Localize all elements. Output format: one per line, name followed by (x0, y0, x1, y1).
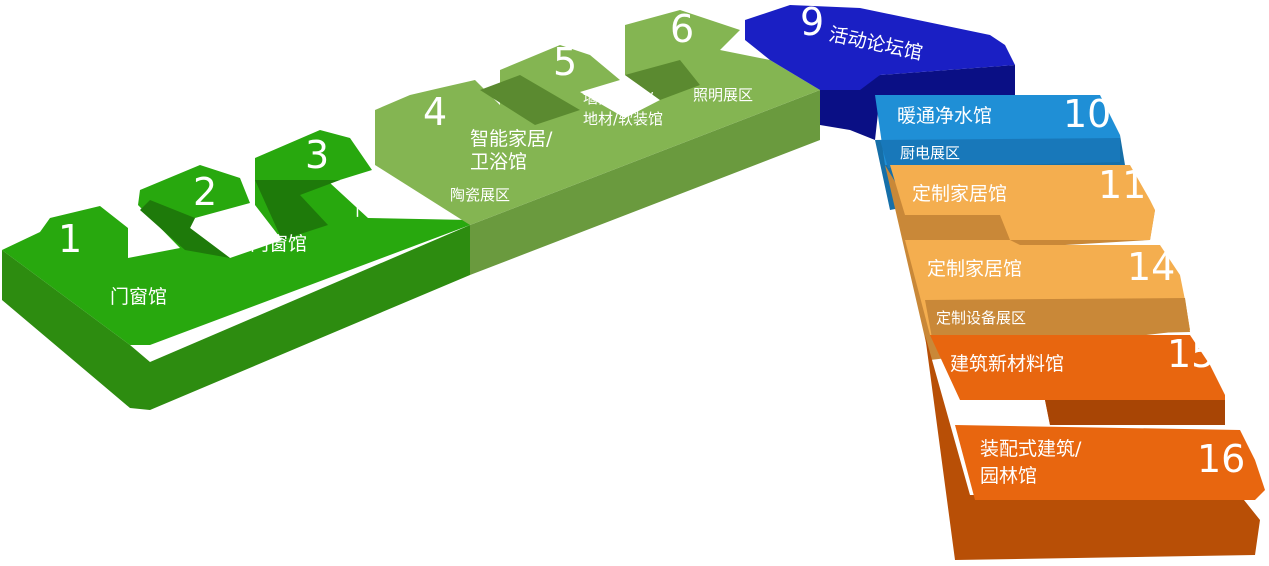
hall-group-11-14 (885, 165, 1190, 360)
hall-14-band (925, 298, 1190, 338)
hall-15-name: 建筑新材料馆 (950, 353, 1064, 375)
hall-15-16-side (925, 335, 1260, 560)
hall-3-number: 3 (305, 133, 329, 177)
hall-3[interactable]: 3 门窗馆 (305, 133, 412, 220)
hall-10-number: 10 (1063, 92, 1111, 136)
hall-11[interactable]: 11 定制家居馆 (912, 163, 1146, 207)
hall-1-3-side (2, 225, 470, 410)
hall-4-name: 智能家居/ (470, 128, 553, 150)
hall-11-top (890, 165, 1155, 240)
hall-2-number: 2 (193, 170, 217, 214)
hall-1[interactable]: 1 门窗馆 (58, 217, 167, 308)
hall-1-name: 门窗馆 (110, 286, 167, 308)
hall-9-top (745, 5, 1015, 90)
hall-5-number: 5 (553, 40, 577, 84)
hall-14-name: 定制家居馆 (927, 258, 1022, 280)
hall-16-top (955, 425, 1265, 500)
hall-9-number: 9 (800, 0, 824, 44)
hall-group-4-6 (375, 10, 820, 275)
hall-6-number: 6 (670, 7, 694, 51)
hall-4-subarea: 陶瓷展区 (450, 186, 510, 204)
hall-10-subarea: 厨电展区 (900, 144, 960, 162)
hall-6[interactable]: 6 照明展区 (670, 7, 753, 104)
hall-1-3-top (2, 130, 470, 345)
hall-9-side (820, 65, 1015, 140)
hall-2-3-gap (255, 180, 340, 240)
hall-group-15-16 (925, 335, 1265, 560)
hall-11-number: 11 (1098, 163, 1146, 207)
hall-10-band (880, 138, 1120, 168)
hall-15-16-gap (1045, 400, 1225, 425)
hall-15-number: 15 (1167, 332, 1215, 376)
hall-4-number: 4 (423, 90, 447, 134)
hall-10-name: 暖通净水馆 (897, 105, 992, 127)
hall-2-name: 门窗馆 (250, 233, 307, 255)
hall-15[interactable]: 15 建筑新材料馆 (950, 332, 1215, 376)
hall-5-name: 地材/软装馆 (583, 110, 663, 128)
hall-16-name: 园林馆 (980, 465, 1037, 487)
hall-4-6-side (470, 90, 820, 275)
hall-group-9 (745, 5, 1015, 140)
hall-16-number: 16 (1197, 437, 1245, 481)
hall-5-name: 墙面/吊顶/ (583, 89, 654, 107)
hall-14-number: 14 (1127, 245, 1175, 289)
hall-14-subarea: 定制设备展区 (936, 309, 1026, 327)
hall-3-name: 门窗馆 (355, 198, 412, 220)
hall-5[interactable]: 5 墙面/吊顶/地材/软装馆 (553, 40, 663, 128)
hall-1-number: 1 (58, 217, 82, 261)
hall-2[interactable]: 2 门窗馆 (193, 170, 307, 255)
hall-1-2-gap (140, 200, 230, 258)
hall-4-6-top (375, 10, 820, 225)
hall-5-6-gap (625, 60, 700, 100)
hall-4-5-gap (480, 75, 580, 125)
hall-16-name: 装配式建筑/ (980, 438, 1082, 460)
hall-group-1-3 (2, 130, 470, 410)
hall-11-name: 定制家居馆 (912, 183, 1007, 205)
hall-4-name: 卫浴馆 (470, 151, 527, 173)
hall-16[interactable]: 16 装配式建筑/园林馆 (980, 437, 1245, 487)
hall-6-name: 照明展区 (693, 86, 753, 104)
